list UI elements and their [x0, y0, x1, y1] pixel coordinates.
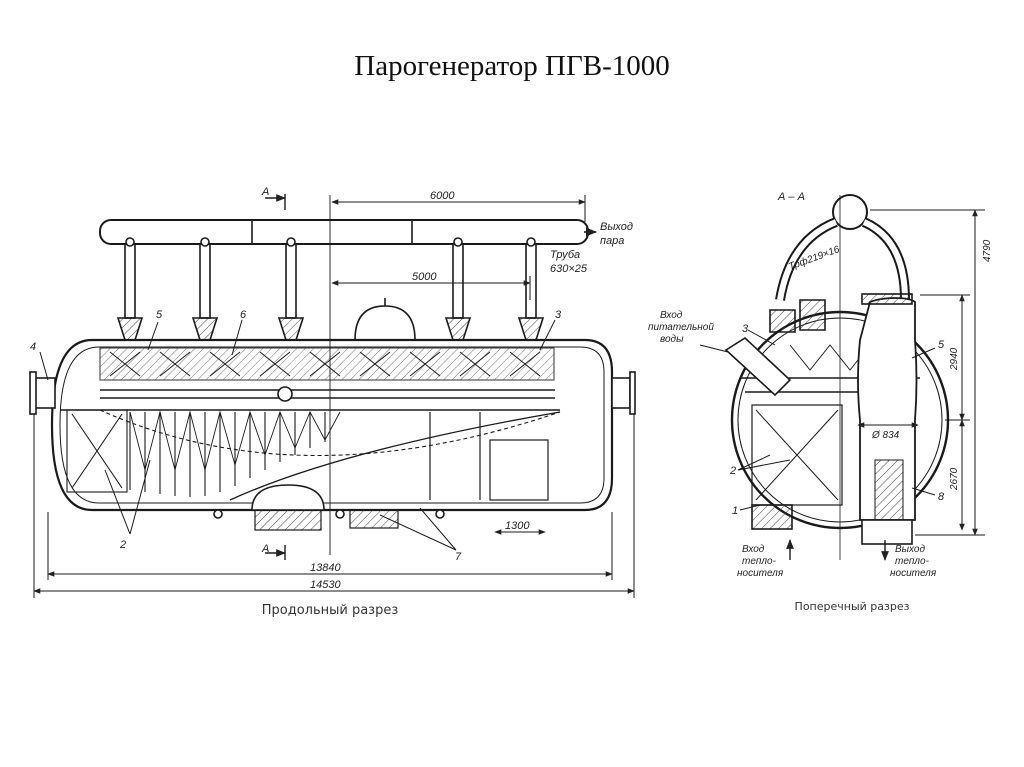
pipe-note-1: Труба	[550, 249, 580, 261]
dim-5000: 5000	[412, 271, 437, 283]
callout-6: 6	[240, 309, 247, 321]
separator-crosses	[109, 351, 541, 377]
dim-14530: 14530	[310, 579, 341, 591]
dim-2670: 2670	[949, 467, 960, 491]
vessel-shell	[50, 338, 614, 512]
diameter-label: Ø 834	[871, 430, 900, 441]
tube-bundle	[60, 409, 561, 497]
cross-callout-1: 1	[732, 505, 738, 517]
cross-caption: Поперечный разрез	[795, 600, 910, 613]
feed-inlet-2: питательной	[648, 322, 714, 333]
section-label-aa: А – А	[777, 191, 805, 203]
feed-inlet-1: Вход	[660, 310, 683, 321]
dim-1300: 1300	[505, 520, 530, 532]
top-manhole	[354, 305, 416, 341]
section-mark-top: А	[261, 186, 269, 198]
dim-4790: 4790	[982, 239, 993, 262]
feedwater-pipe	[724, 336, 792, 397]
dim-6000: 6000	[430, 190, 455, 202]
right-nozzle	[611, 377, 631, 409]
callout-leaders	[39, 319, 556, 551]
dim-13840: 13840	[310, 562, 341, 574]
coolant-out-1: Выход	[895, 544, 925, 555]
coolant-out-3: носителя	[890, 568, 937, 579]
longitudinal-labels: А А 6000 5000 1300 13840 14530 Труба 630…	[30, 186, 633, 618]
cutaway-line	[229, 411, 561, 501]
callout-4: 4	[30, 341, 36, 353]
steam-pipes	[116, 237, 545, 341]
feedwater-nozzles	[29, 371, 56, 415]
coolant-in-3: носителя	[737, 568, 784, 579]
separator-band	[99, 347, 555, 381]
cross-callout-2: 2	[729, 465, 736, 477]
callout-5: 5	[156, 309, 163, 321]
steam-outlet-1: Выход	[600, 221, 633, 233]
dimension-lines	[33, 195, 635, 598]
steam-collector-circle	[832, 194, 868, 230]
steam-header	[99, 219, 598, 245]
page-title: Парогенератор ПГВ-1000	[354, 50, 670, 82]
cross-callout-5: 5	[938, 339, 945, 351]
longitudinal-section	[29, 194, 636, 598]
section-a-marks	[265, 194, 286, 560]
callout-3: 3	[555, 309, 562, 321]
longitudinal-caption: Продольный разрез	[262, 603, 399, 618]
cross-callout-8: 8	[938, 491, 945, 503]
bottom-collectors	[213, 484, 445, 531]
callout-7: 7	[455, 551, 462, 563]
steam-outlet-2: пара	[600, 235, 624, 247]
pipe-note-2: 630×25	[550, 263, 588, 275]
coolant-in-1: Вход	[742, 544, 765, 555]
feed-inlet-3: воды	[660, 334, 684, 345]
dim-2940: 2940	[949, 347, 960, 371]
callout-2: 2	[119, 539, 126, 551]
coolant-out-2: тепло-	[895, 556, 930, 567]
section-mark-bottom: А	[261, 543, 269, 555]
coolant-in-2: тепло-	[742, 556, 777, 567]
cross-section	[699, 194, 985, 561]
cross-callout-3: 3	[742, 323, 749, 335]
